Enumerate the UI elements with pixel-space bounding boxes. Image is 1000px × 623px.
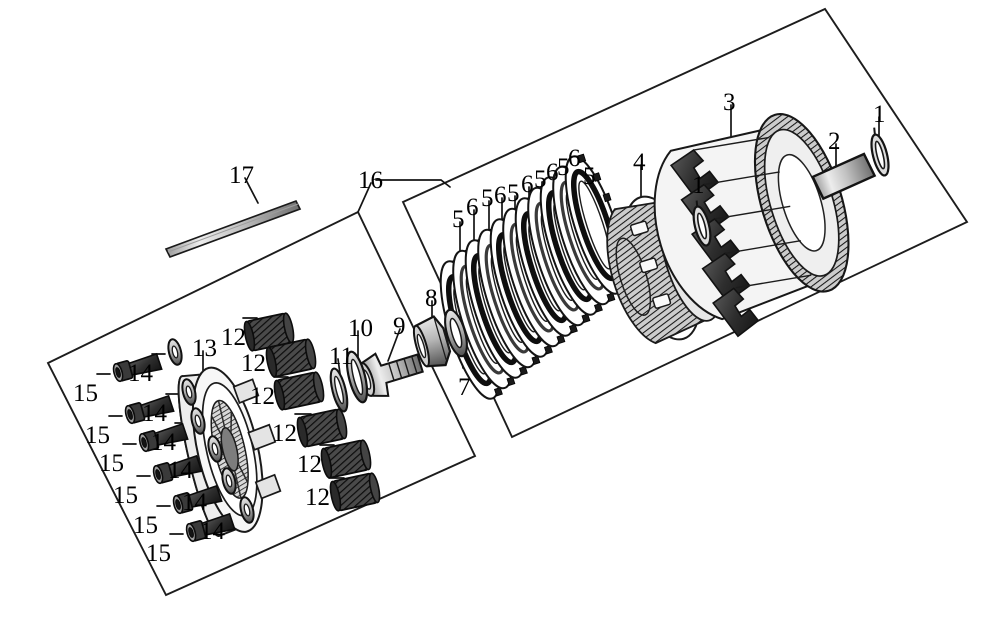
clutch-spring [296, 408, 348, 448]
callout-thrust-washer-10: 10 [348, 315, 373, 342]
callout-spring-washer-14: 14 [182, 489, 207, 516]
clutch-spring [273, 371, 325, 411]
callout-clutch-bolt-15: 15 [146, 540, 171, 567]
clutch-bolt [172, 484, 223, 515]
part-14-spring-washers [167, 338, 255, 524]
callout-hex-nut-8: 8 [425, 285, 438, 312]
callout-clutch-hub-4: 4 [633, 149, 646, 176]
callout-clutch-spring-12: 12 [305, 484, 330, 511]
clutch-spring [243, 312, 295, 352]
part-8-hex-nut [412, 315, 452, 368]
spring-washer [181, 378, 197, 406]
clutch-spring [320, 439, 372, 479]
callout-clutch-bolt-15: 15 [85, 422, 110, 449]
callout-lifter-piece-11: 11 [329, 343, 354, 370]
spring-washer [167, 338, 183, 366]
clutch-bolt [112, 352, 163, 383]
callout-clutch-bolt-15: 15 [99, 450, 124, 477]
part-5-6-clutch-plate-stack [439, 153, 630, 400]
clutch-spring [265, 338, 317, 378]
callout-clutch-spring-12: 12 [241, 350, 266, 377]
clutch-spring [329, 472, 381, 512]
callout-steel-plate-6: 6 [494, 182, 507, 209]
spring-washer [221, 467, 237, 495]
part-2-spacer-sleeve [811, 152, 877, 201]
spring-washer [207, 435, 223, 463]
clutch-bolt [185, 512, 236, 543]
callout-clutch-spring-12: 12 [250, 383, 275, 410]
callout-clutch-center-shaft-9: 9 [393, 313, 406, 340]
callout-friction-plate-5: 5 [557, 154, 570, 181]
callout-friction-plate-5: 5 [507, 180, 520, 207]
callout-snap-ring-1: 1 [873, 101, 886, 128]
part-15-clutch-bolts [112, 352, 236, 543]
callout-steel-plate-6: 6 [466, 194, 479, 221]
callout-clutch-bolt-15: 15 [133, 512, 158, 539]
callout-panel-boundary-ref-16: 16 [358, 167, 383, 194]
callout-clutch-spring-12: 12 [221, 324, 246, 351]
callout-steel-plate-6: 6 [546, 159, 559, 186]
callout-spacer-sleeve-2: 2 [828, 128, 841, 155]
part-17-push-rod [164, 199, 302, 259]
callout-snap-ring-1: 1 [692, 172, 705, 199]
leader-16 [357, 179, 451, 213]
callout-clutch-bolt-15: 15 [73, 380, 98, 407]
leader-9 [387, 328, 401, 362]
callout-clutch-bolt-15: 15 [113, 482, 138, 509]
callout-spring-washer-14: 14 [200, 518, 225, 545]
leader-17 [244, 177, 259, 204]
callout-spring-washer-14: 14 [128, 360, 153, 387]
clutch-bolt [152, 454, 203, 485]
callout-lock-washer-7: 7 [458, 374, 471, 401]
callout-steel-plate-6: 6 [521, 171, 534, 198]
spring-washer [190, 407, 206, 435]
part-11-lifter-piece [329, 367, 349, 413]
callout-clutch-spring-12: 12 [272, 420, 297, 447]
clutch-bolt [124, 394, 175, 425]
clutch-bolt [138, 422, 189, 453]
part-1-snap-ring-outer [870, 127, 890, 177]
callout-pressure-plate-13: 13 [192, 335, 217, 362]
callout-clutch-basket-3: 3 [723, 89, 736, 116]
callout-friction-plate-5: 5 [583, 163, 596, 190]
part-10-thrust-washer [345, 350, 369, 404]
part-12-clutch-springs [243, 312, 381, 512]
callout-spring-washer-14: 14 [142, 400, 167, 427]
part-7-lock-washer [444, 308, 468, 358]
part-1-snap-ring-inner [692, 200, 712, 247]
callout-push-rod-17: 17 [229, 162, 254, 189]
callout-friction-plate-5: 5 [452, 206, 465, 233]
callout-friction-plate-5: 5 [534, 166, 547, 193]
callout-clutch-spring-12: 12 [297, 451, 322, 478]
callout-spring-washer-14: 14 [151, 429, 176, 456]
left-panel-outline [46, 210, 477, 597]
callout-spring-washer-14: 14 [168, 457, 193, 484]
callout-steel-plate-6: 6 [568, 145, 581, 172]
callout-friction-plate-5: 5 [481, 185, 494, 212]
spring-washer [239, 496, 255, 524]
